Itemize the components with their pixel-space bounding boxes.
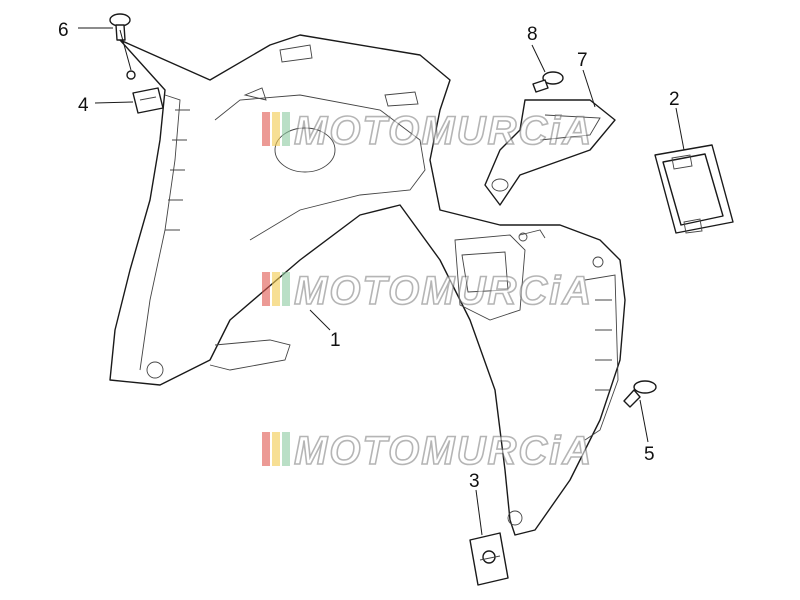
part-7-bracket <box>484 99 616 206</box>
callout-7: 7 <box>577 50 588 71</box>
watermark-stripe-red <box>262 432 270 466</box>
watermark-top: MOTOMURCiA <box>262 108 593 154</box>
callout-8: 8 <box>527 24 538 45</box>
watermark-stripe-yellow <box>272 112 280 146</box>
watermark-text: MOTOMURCiA <box>294 429 593 473</box>
part-1-inner-shield <box>109 34 626 536</box>
watermark-middle: MOTOMURCiA <box>262 268 593 314</box>
part-6-screw <box>109 13 136 80</box>
callout-6: 6 <box>58 20 69 41</box>
callout-5: 5 <box>644 444 655 465</box>
watermark-bottom: MOTOMURCiA <box>262 428 593 474</box>
watermark-stripe-yellow <box>272 272 280 306</box>
part-8-screw <box>532 71 564 93</box>
watermark-stripe-green <box>282 112 290 146</box>
callout-1: 1 <box>330 330 341 351</box>
watermark-text: MOTOMURCiA <box>294 109 593 153</box>
part-2-frame <box>654 144 734 234</box>
watermark-stripe-red <box>262 272 270 306</box>
watermark-stripe-green <box>282 272 290 306</box>
callout-3: 3 <box>469 471 480 492</box>
part-4-speed-nut <box>132 87 164 114</box>
leader-lines <box>78 27 685 536</box>
watermark-stripe-red <box>262 112 270 146</box>
callout-labels: 6 4 1 8 7 2 5 3 <box>58 20 680 492</box>
callout-4: 4 <box>78 95 89 116</box>
watermark-stripe-green <box>282 432 290 466</box>
part-5-screw <box>623 380 657 408</box>
watermark-stripe-yellow <box>272 432 280 466</box>
part-3-clip <box>469 532 509 586</box>
callout-2: 2 <box>669 89 680 110</box>
watermark-text: MOTOMURCiA <box>294 269 593 313</box>
